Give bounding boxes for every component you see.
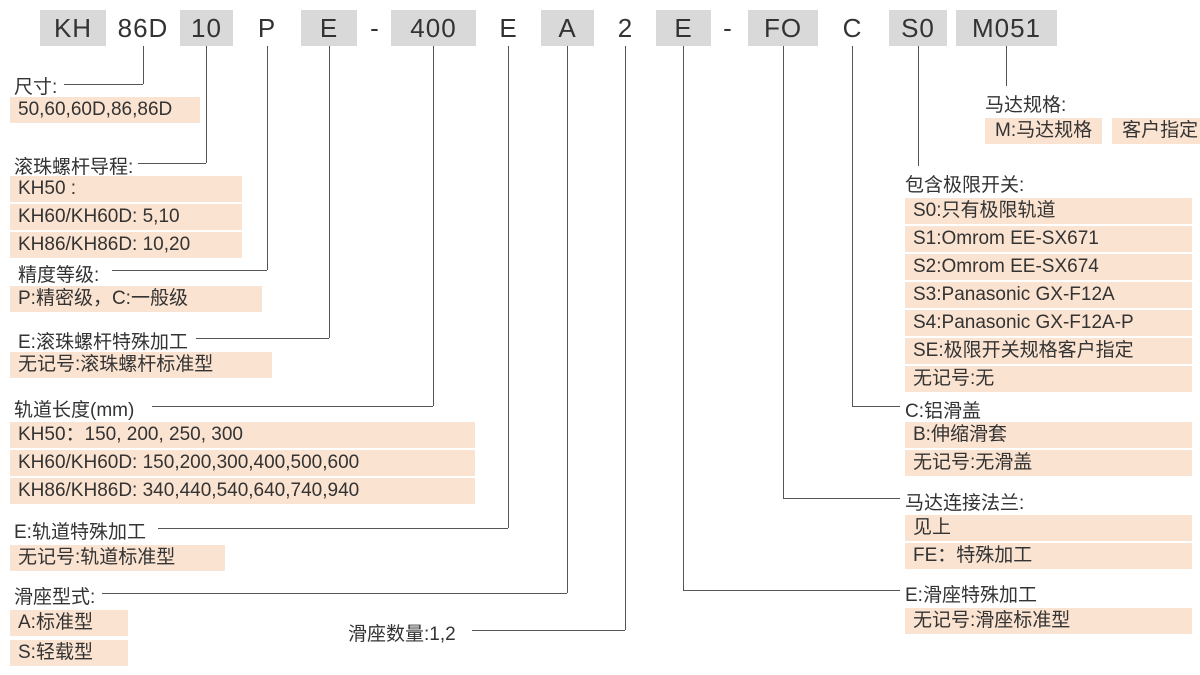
code-segment-slider-qty: 2 [617, 12, 634, 43]
callout-title-cover: C:铝滑盖 [905, 401, 982, 422]
option-item: B:伸缩滑套 [905, 422, 1192, 448]
connector-line [329, 46, 330, 338]
callout-title-slider-special: E:滑座特殊加工 [905, 585, 1037, 606]
callout-rail-special-options: 无记号:轨道标准型 [10, 545, 225, 571]
option-item: 见上 [905, 515, 1192, 541]
option-item: KH50 : [10, 176, 242, 202]
callout-title-motor-spec: 马达规格: [985, 95, 1067, 116]
connector-line [508, 46, 509, 528]
code-segment-rail-special: E [499, 12, 518, 43]
callout-slider-type-options: A:标准型 S:轻载型 [10, 610, 128, 666]
callout-size-options: 50,60,60D,86,86D [10, 97, 200, 123]
option-item: S3:Panasonic GX-F12A [905, 282, 1192, 308]
option-item: S2:Omrom EE-SX674 [905, 254, 1192, 280]
callout-lead-options: KH50 : KH60/KH60D: 5,10 KH86/KH86D: 10,2… [10, 176, 242, 258]
connector-line [918, 46, 919, 166]
connector-line [567, 46, 568, 593]
code-segment-rail-length: 400 [391, 10, 476, 46]
code-segment-dash: - [723, 12, 733, 43]
callout-title-accuracy: 精度等级: [18, 265, 100, 286]
option-item: A:标准型 [10, 610, 128, 636]
connector-line [158, 528, 508, 529]
option-item: S:轻载型 [10, 640, 128, 666]
code-segment-series: KH [40, 10, 106, 46]
callout-title-size: 尺寸: [14, 77, 58, 98]
option-item: S1:Omrom EE-SX671 [905, 226, 1192, 252]
option-item: S4:Panasonic GX-F12A-P [905, 310, 1192, 336]
option-item: 无记号:滚珠螺杆标准型 [10, 352, 272, 378]
connector-line [783, 498, 900, 499]
code-segment-slider-special: E [656, 10, 711, 46]
option-item: KH86/KH86D: 340,440,540,640,740,940 [10, 478, 475, 504]
callout-title-rail-special: E:轨道特殊加工 [14, 522, 146, 543]
connector-line [683, 46, 684, 590]
code-segment-limit-switch: S0 [889, 10, 947, 46]
code-segment-accuracy: P [257, 12, 277, 43]
callout-slider-special-options: 无记号:滑座标准型 [905, 608, 1192, 634]
callout-screw-special-options: 无记号:滚珠螺杆标准型 [10, 352, 272, 378]
connector-line [433, 46, 434, 406]
connector-line [472, 630, 625, 631]
option-item: 50,60,60D,86,86D [10, 97, 200, 123]
option-item: SE:极限开关规格客户指定 [905, 338, 1192, 364]
code-segment-screw-special: E [301, 10, 357, 46]
callout-rail-length-options: KH50：150, 200, 250, 300 KH60/KH60D: 150,… [10, 422, 475, 504]
callout-title-slider-qty: 滑座数量:1,2 [348, 624, 456, 645]
option-item: KH60/KH60D: 150,200,300,400,500,600 [10, 450, 475, 476]
option-item: S0:只有极限轨道 [905, 198, 1192, 224]
connector-line [102, 593, 567, 594]
option-item: M:马达规格 [985, 118, 1103, 144]
connector-line [138, 163, 206, 164]
option-item: KH86/KH86D: 10,20 [10, 232, 242, 258]
code-segment-slider-type: A [541, 10, 594, 46]
code-segment-dash: - [370, 12, 380, 43]
connector-line [267, 46, 268, 270]
connector-line [683, 590, 900, 591]
callout-limit-switch-options: S0:只有极限轨道 S1:Omrom EE-SX671 S2:Omrom EE-… [905, 198, 1192, 392]
option-item: P:精密级，C:一般级 [10, 286, 262, 312]
connector-line [64, 84, 143, 85]
code-segment-size: 86D [117, 12, 169, 43]
connector-line [852, 406, 900, 407]
connector-line [143, 46, 144, 84]
connector-line [1006, 46, 1007, 86]
connector-line [152, 406, 433, 407]
code-segment-cover: C [842, 12, 863, 43]
callout-cover-options: B:伸缩滑套 无记号:无滑盖 [905, 422, 1192, 476]
connector-line [852, 46, 853, 406]
callout-flange-options: 见上 FE：特殊加工 [905, 515, 1192, 569]
connector-line [206, 46, 207, 163]
callout-title-rail-length: 轨道长度(mm) [14, 400, 135, 421]
option-item: KH50：150, 200, 250, 300 [10, 422, 475, 448]
option-item: KH60/KH60D: 5,10 [10, 204, 242, 230]
option-item: 无记号:无 [905, 366, 1192, 392]
option-item: 无记号:滑座标准型 [905, 608, 1192, 634]
callout-title-limit-switch: 包含极限开关: [905, 175, 1025, 196]
option-item: FE：特殊加工 [905, 543, 1192, 569]
code-segment-motor-spec: M051 [956, 10, 1057, 46]
option-item: 无记号:轨道标准型 [10, 545, 225, 571]
callout-motor-spec-options: M:马达规格 客户指定 [985, 118, 1200, 144]
code-segment-flange: FO [748, 10, 818, 46]
callout-title-flange: 马达连接法兰: [905, 493, 1025, 514]
connector-line [625, 46, 626, 630]
callout-accuracy-options: P:精密级，C:一般级 [10, 286, 262, 312]
callout-title-lead: 滚珠螺杆导程: [14, 157, 134, 178]
connector-line [783, 46, 784, 498]
callout-title-slider-type: 滑座型式: [14, 587, 96, 608]
option-item: 无记号:无滑盖 [905, 450, 1192, 476]
option-item: 客户指定 [1112, 118, 1200, 144]
callout-title-screw-special: E:滚珠螺杆特殊加工 [18, 332, 188, 353]
code-segment-lead: 10 [180, 10, 233, 46]
connector-line [112, 270, 267, 271]
connector-line [196, 338, 329, 339]
